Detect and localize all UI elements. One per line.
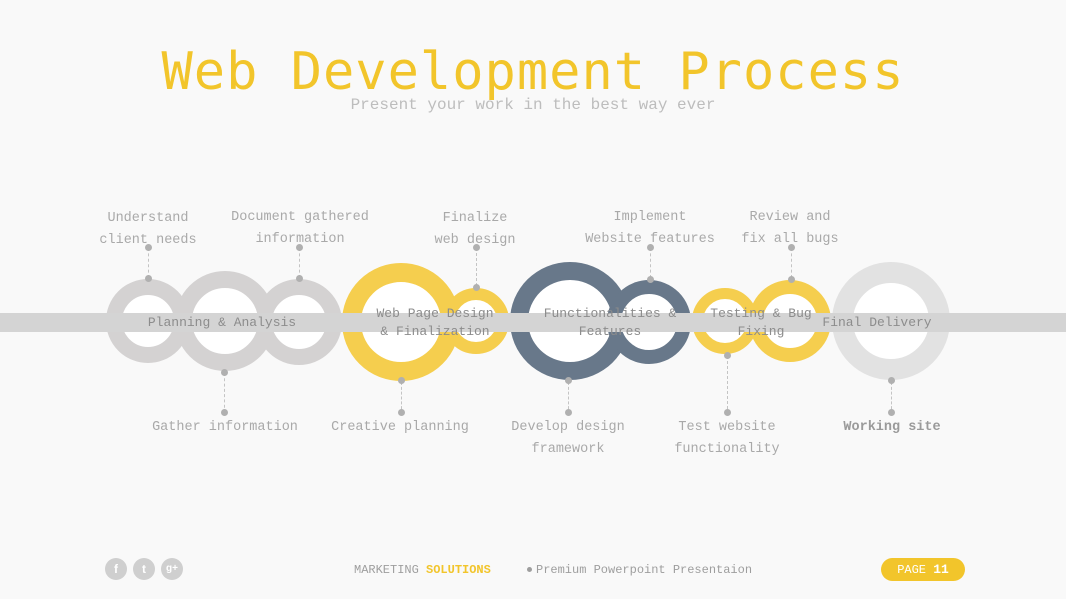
twitter-icon[interactable]: t bbox=[133, 558, 155, 580]
connector-top-2 bbox=[299, 248, 300, 278]
connector-top-1 bbox=[148, 248, 149, 278]
connector-dot-bottom-3b bbox=[565, 409, 572, 416]
connector-dot-top-4 bbox=[647, 244, 654, 251]
note-bottom-1-line1: Gather information bbox=[152, 420, 298, 435]
connector-dot-bottom-4 bbox=[724, 352, 731, 359]
connector-dot-bottom-2b bbox=[398, 409, 405, 416]
connector-dot-bottom-3 bbox=[565, 377, 572, 384]
footer-tagline-text: Premium Powerpoint Presentaion bbox=[536, 563, 753, 577]
facebook-icon[interactable]: f bbox=[105, 558, 127, 580]
stage-label-testing: Testing & Bug Fixing bbox=[710, 306, 812, 339]
stage-label-planning: Planning & Analysis bbox=[147, 315, 297, 330]
page-subtitle: Present your work in the best way ever bbox=[350, 96, 716, 114]
connector-bottom-5 bbox=[891, 382, 892, 414]
connector-dot-bottom-1 bbox=[221, 369, 228, 376]
footer-tagline: Premium Powerpoint Presentaion bbox=[527, 563, 752, 577]
note-bottom-5: Working site bbox=[832, 417, 952, 439]
connector-dot-bottom-2 bbox=[398, 377, 405, 384]
footer-brand: MARKETING SOLUTIONS bbox=[354, 563, 491, 577]
note-bottom-4-line2: functionality bbox=[674, 442, 780, 457]
note-top-3-line2: web design bbox=[434, 233, 516, 248]
stage-label-delivery: Final Delivery bbox=[822, 315, 932, 330]
note-top-1: Understand client needs bbox=[88, 208, 208, 252]
connector-top-4 bbox=[650, 248, 651, 278]
google-plus-icon[interactable]: g+ bbox=[161, 558, 183, 580]
note-top-3: Finalize web design bbox=[420, 208, 530, 252]
note-bottom-2: Creative planning bbox=[326, 417, 474, 439]
note-bottom-1: Gather information bbox=[150, 417, 300, 439]
note-top-5-line1: Review and bbox=[749, 210, 831, 225]
note-bottom-2-line1: Creative planning bbox=[331, 420, 469, 435]
connector-dot-bottom-1b bbox=[221, 409, 228, 416]
note-bottom-3-line1: Develop design bbox=[511, 420, 625, 435]
footer-brand-prefix: MARKETING bbox=[354, 563, 419, 577]
note-top-2: Document gathered information bbox=[222, 207, 378, 251]
note-top-4: Implement Website features bbox=[580, 207, 720, 251]
connector-dot-top-1b bbox=[145, 275, 152, 282]
connector-dot-top-2 bbox=[296, 244, 303, 251]
stage-label-functionalities: Functionalities & Features bbox=[543, 306, 677, 339]
page-number: 11 bbox=[933, 562, 949, 577]
connector-bottom-3 bbox=[568, 382, 569, 414]
note-top-2-line1: Document gathered bbox=[231, 210, 369, 225]
page-title: Web Development Process bbox=[161, 42, 905, 102]
connector-bottom-2 bbox=[401, 382, 402, 414]
connector-bottom-1 bbox=[224, 373, 225, 413]
note-top-4-line2: Website features bbox=[585, 232, 715, 247]
note-top-1-line2: client needs bbox=[99, 233, 197, 248]
stage-label-design: Web Page Design & Finalization bbox=[376, 306, 494, 339]
note-bottom-4-line1: Test website bbox=[678, 420, 776, 435]
connector-dot-top-3b bbox=[473, 284, 480, 291]
connector-dot-bottom-5 bbox=[888, 377, 895, 384]
connector-dot-top-5b bbox=[788, 276, 795, 283]
note-top-1-line1: Understand bbox=[107, 211, 189, 226]
note-top-2-line2: information bbox=[255, 232, 345, 247]
connector-bottom-4 bbox=[727, 356, 728, 414]
connector-dot-top-4b bbox=[647, 276, 654, 283]
note-bottom-3-line2: framework bbox=[531, 442, 605, 457]
footer-brand-accent: SOLUTIONS bbox=[426, 563, 491, 577]
connector-dot-bottom-4b bbox=[724, 409, 731, 416]
connector-dot-top-3 bbox=[473, 244, 480, 251]
note-top-3-line1: Finalize bbox=[442, 211, 508, 226]
note-bottom-5-line1: Working site bbox=[843, 420, 941, 435]
connector-dot-top-1 bbox=[145, 244, 152, 251]
page-label: PAGE bbox=[897, 563, 926, 577]
timeline-band bbox=[0, 313, 1066, 332]
note-top-4-line1: Implement bbox=[613, 210, 687, 225]
connector-top-3 bbox=[476, 248, 477, 286]
note-top-5-line2: fix all bugs bbox=[741, 232, 839, 247]
note-bottom-3: Develop design framework bbox=[502, 417, 634, 461]
page-number-badge: PAGE 11 bbox=[881, 558, 965, 581]
connector-dot-bottom-5b bbox=[888, 409, 895, 416]
connector-top-5 bbox=[791, 248, 792, 278]
connector-dot-top-2b bbox=[296, 275, 303, 282]
note-bottom-4: Test website functionality bbox=[667, 417, 787, 461]
connector-dot-top-5 bbox=[788, 244, 795, 251]
note-top-5: Review and fix all bugs bbox=[735, 207, 845, 251]
bullet-icon bbox=[527, 567, 532, 573]
